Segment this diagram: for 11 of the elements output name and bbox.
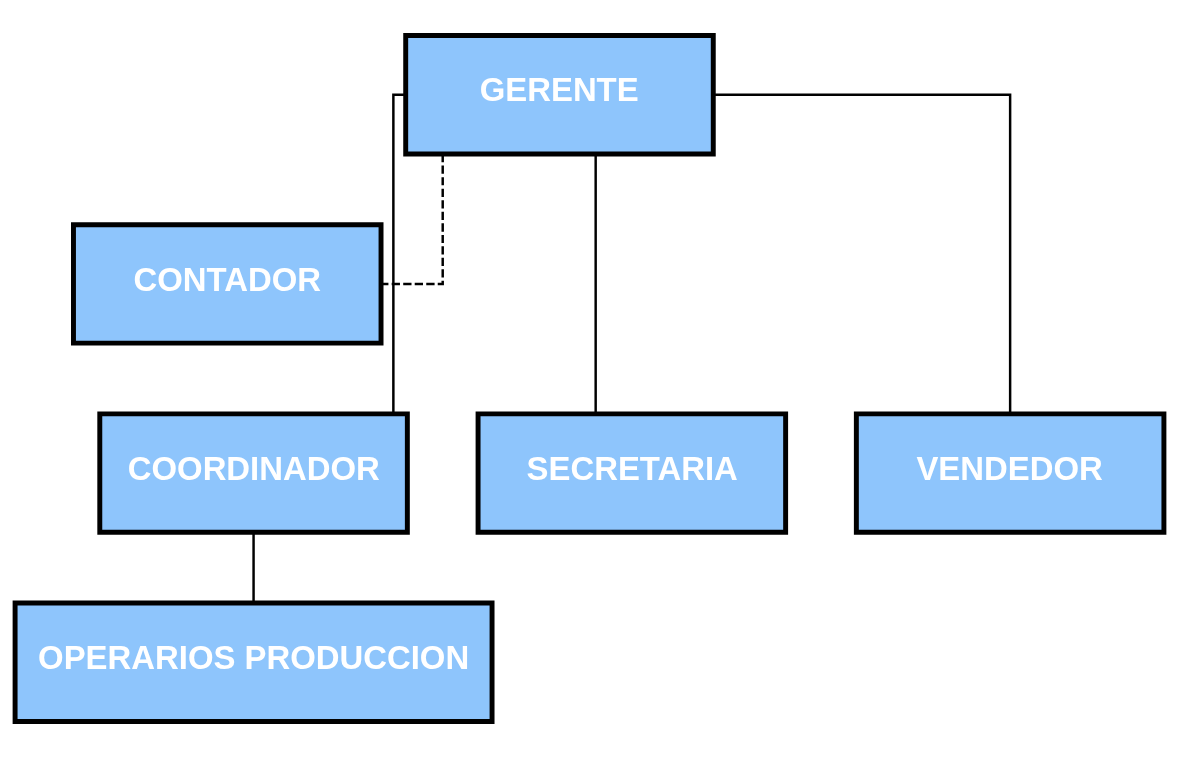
connector: [713, 93, 1012, 414]
node-box: SECRETARIA: [475, 411, 789, 535]
node-box: GERENTE: [403, 33, 716, 157]
node-box: CONTADOR: [71, 222, 384, 346]
connector: [392, 93, 406, 414]
connector: [381, 154, 444, 286]
connector: [594, 154, 597, 414]
connector: [252, 532, 255, 603]
node-box: COORDINADOR: [97, 411, 410, 535]
node-box: OPERARIOS PRODUCCION: [12, 600, 495, 724]
node-box: VENDEDOR: [853, 411, 1167, 535]
